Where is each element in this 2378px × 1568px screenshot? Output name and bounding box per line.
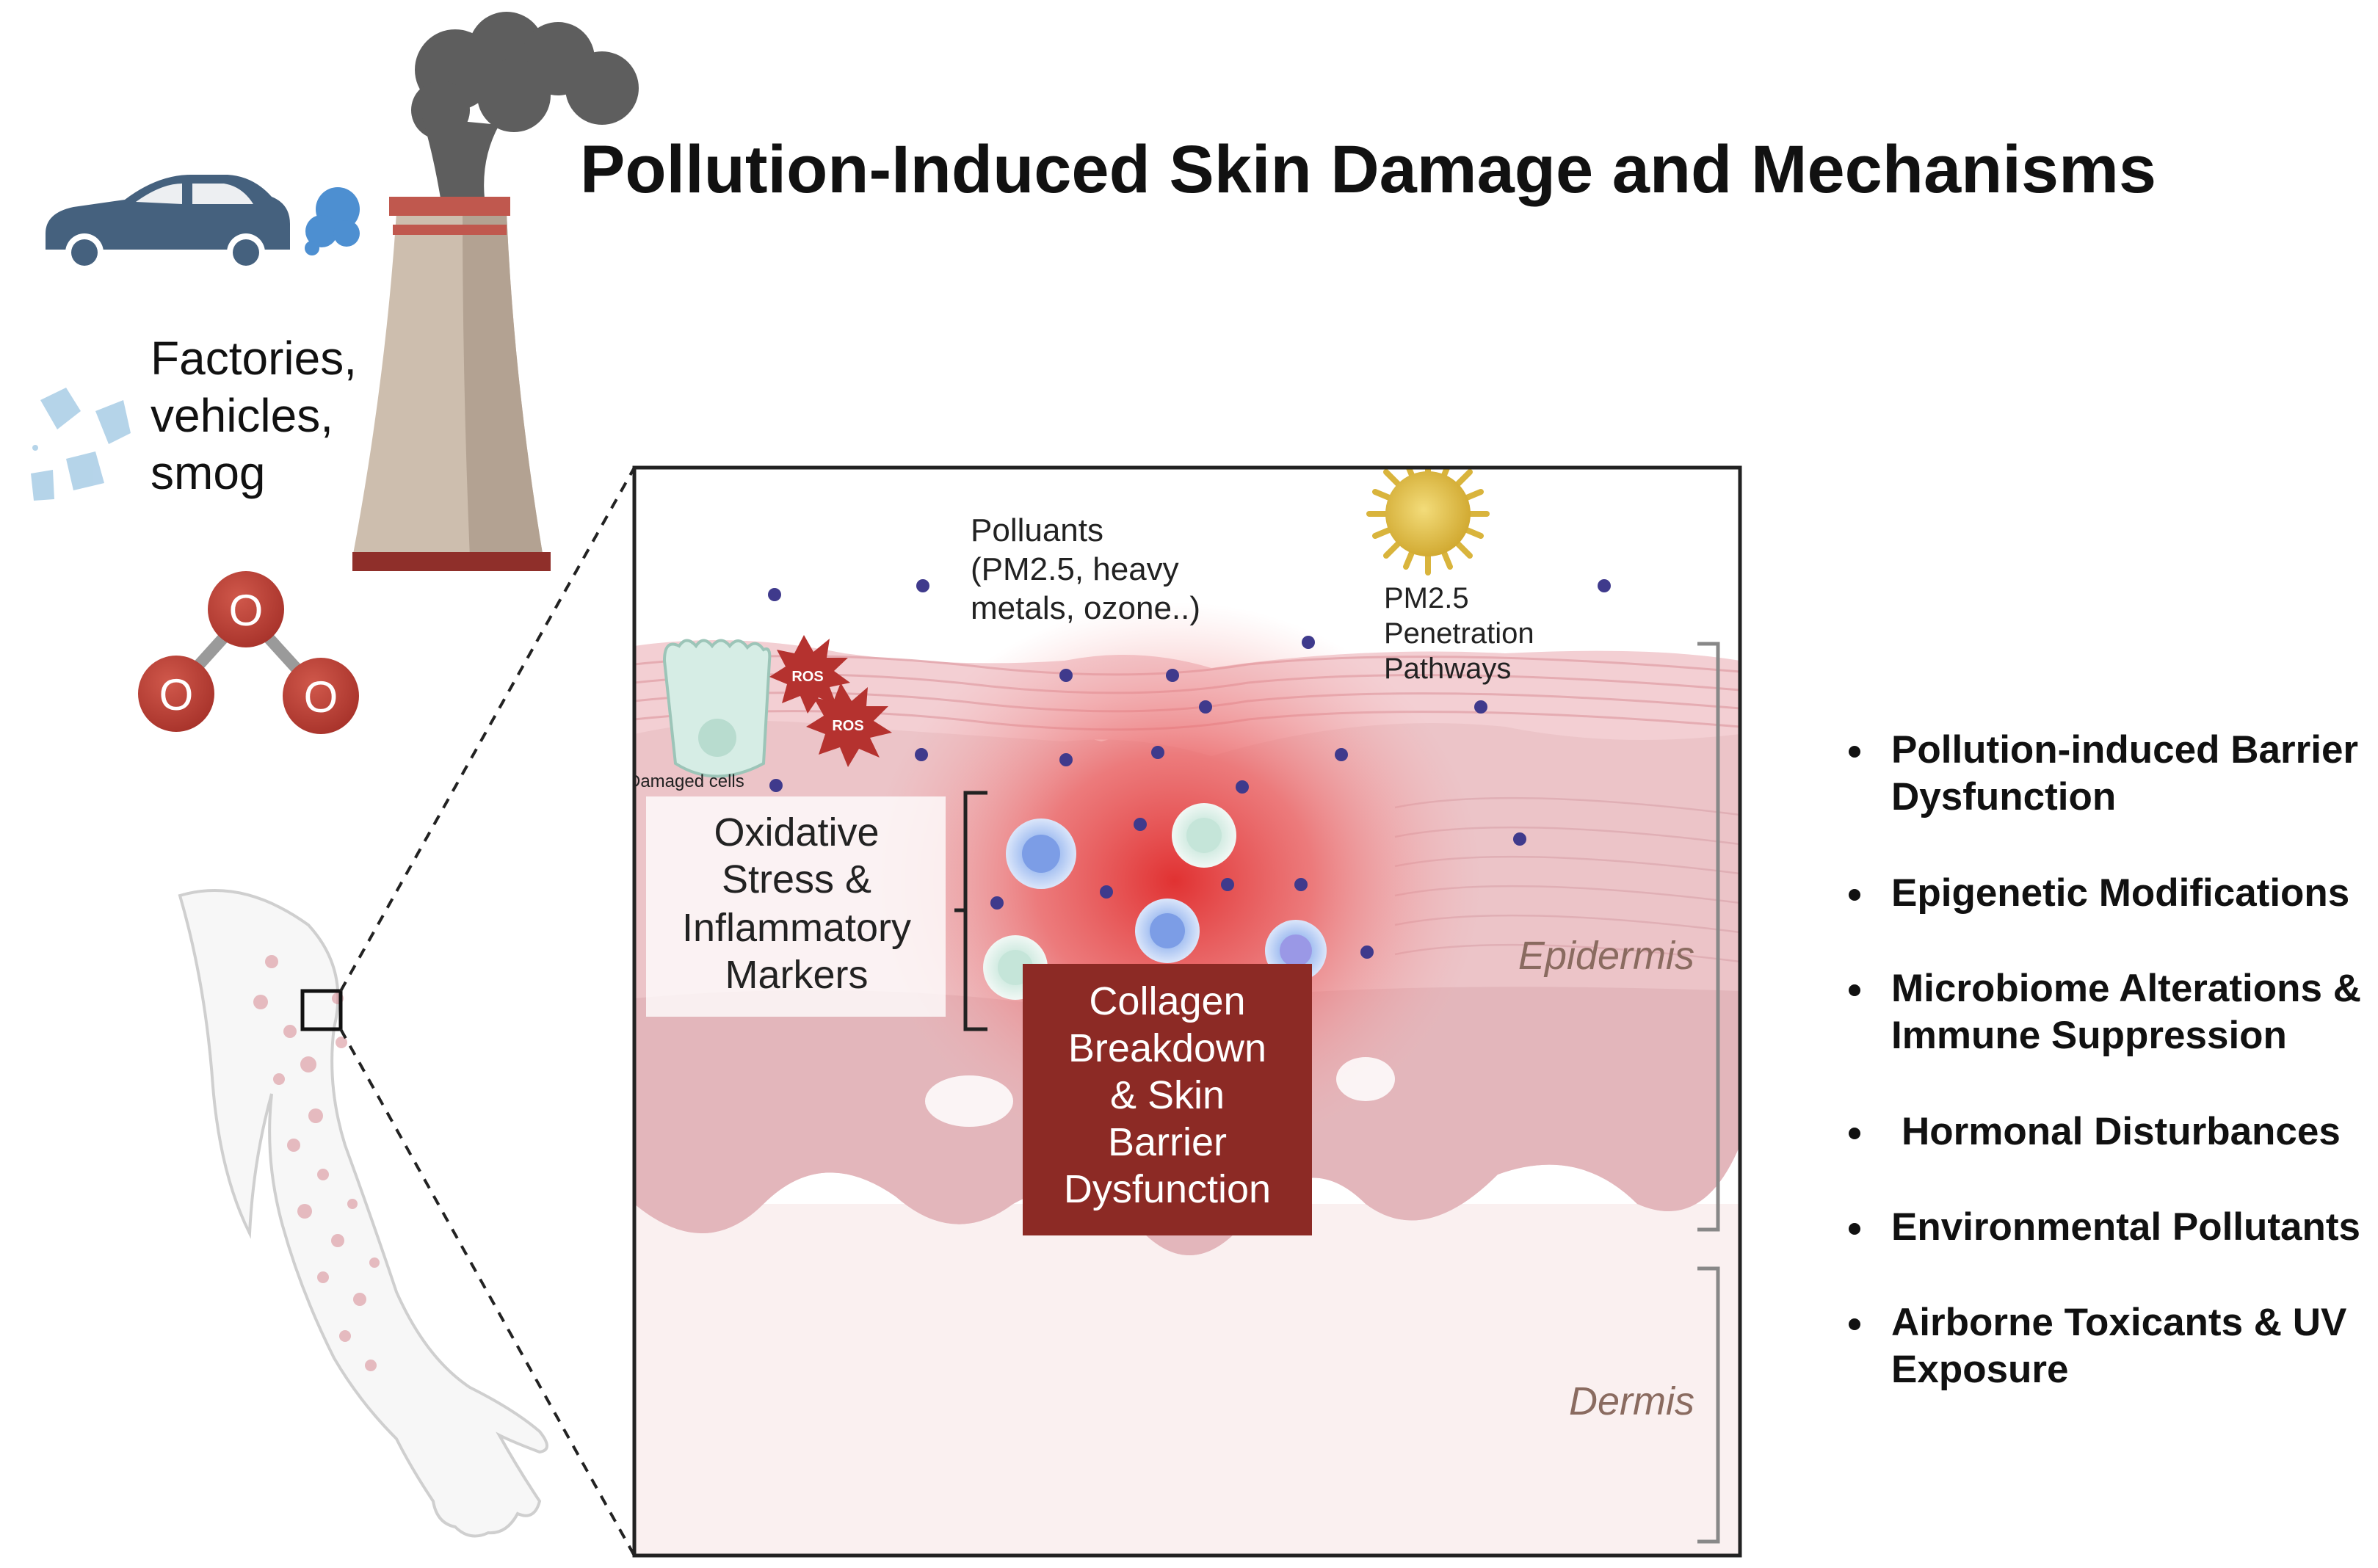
- epidermis-label: Epidermis: [1518, 934, 1694, 978]
- human-arm-icon: [178, 889, 548, 1538]
- pm25-line-3: Pathways: [1384, 653, 1511, 685]
- ros-label-2: ROS: [832, 718, 863, 734]
- sources-label-line-1: Factories,: [151, 332, 357, 385]
- mechanism-item: Epigenetic Modifications: [1835, 870, 2349, 917]
- damaged-cells-label: Damaged cells: [628, 772, 744, 791]
- pollutant-particles: [768, 579, 1611, 959]
- ros-burst-icon-1: ROS: [769, 635, 850, 714]
- dermis-bracket: [1697, 1266, 1720, 1544]
- mechanism-item: Airborne Toxicants & UV Exposure: [1835, 1299, 2378, 1393]
- mechanism-item-text: Hormonal Disturbances: [1902, 1110, 2341, 1153]
- oxidative-bracket: [954, 791, 987, 1031]
- mechanism-item: Hormonal Disturbances: [1835, 1108, 2341, 1155]
- oxidative-stress-box: [646, 796, 946, 1017]
- oxidative-line-4: Markers: [725, 953, 868, 997]
- panel-border: [632, 465, 1742, 1558]
- ros-burst-icon-2: ROS: [806, 683, 892, 767]
- ozone-atom-label-3: O: [304, 672, 338, 722]
- pm25-particle-icon: [1366, 468, 1490, 576]
- collagen-line-4: Barrier: [1108, 1120, 1227, 1164]
- mechanism-item: Environmental Pollutants: [1835, 1204, 2360, 1251]
- pm25-line-1: PM2.5: [1384, 582, 1469, 614]
- ozone-atom-label-2: O: [159, 670, 194, 719]
- car-icon: [46, 175, 290, 272]
- ozone-molecule-icon: O O O: [138, 571, 359, 734]
- sources-label: Factories, vehicles, smog: [151, 332, 357, 499]
- mechanism-item: Microbiome Alterations & Immune Suppress…: [1835, 965, 2378, 1059]
- oxidative-line-2: Stress &: [722, 857, 871, 901]
- factory-chimney-icon: [352, 12, 639, 571]
- collagen-breakdown-box: [1023, 964, 1312, 1235]
- ozone-atom-label-1: O: [229, 586, 264, 635]
- mechanism-item: Pollution-induced Barrier Dysfunction: [1835, 727, 2378, 821]
- ros-label-1: ROS: [791, 669, 823, 685]
- exhaust-cloud-icon: [305, 187, 360, 255]
- dermis-label: Dermis: [1569, 1379, 1694, 1423]
- sources-label-line-2: vehicles,: [151, 389, 333, 442]
- pollutants-line-2: (PM2.5, heavy: [971, 551, 1179, 587]
- inflammation-glow: [866, 602, 1483, 1160]
- smog-particles-icon: [31, 388, 131, 501]
- diagram-title: Pollution-Induced Skin Damage and Mechan…: [580, 132, 2156, 207]
- damaged-cell-icon: [662, 639, 772, 778]
- zoom-line-bottom: [339, 1028, 636, 1556]
- pollutants-line-1: Polluants: [971, 512, 1103, 548]
- oxidative-line-3: Inflammatory: [682, 906, 911, 950]
- pollutants-line-3: metals, ozone..): [971, 590, 1200, 626]
- zoom-line-top: [339, 467, 636, 992]
- collagen-line-2: Breakdown: [1068, 1026, 1266, 1070]
- collagen-line-5: Dysfunction: [1064, 1167, 1271, 1211]
- collagen-line-1: Collagen: [1089, 979, 1245, 1023]
- zoom-region-marker: [300, 989, 343, 1031]
- oxidative-line-1: Oxidative: [714, 810, 879, 854]
- epidermis-bracket: [1697, 642, 1720, 1232]
- smoke-cloud-icon: [411, 12, 639, 198]
- skin-cross-section-panel: ROS ROS Damaged cells Oxidative Stress &…: [628, 468, 1740, 1556]
- collagen-line-3: & Skin: [1110, 1073, 1225, 1117]
- pm25-line-2: Penetration: [1384, 617, 1534, 650]
- sources-label-line-3: smog: [151, 446, 266, 499]
